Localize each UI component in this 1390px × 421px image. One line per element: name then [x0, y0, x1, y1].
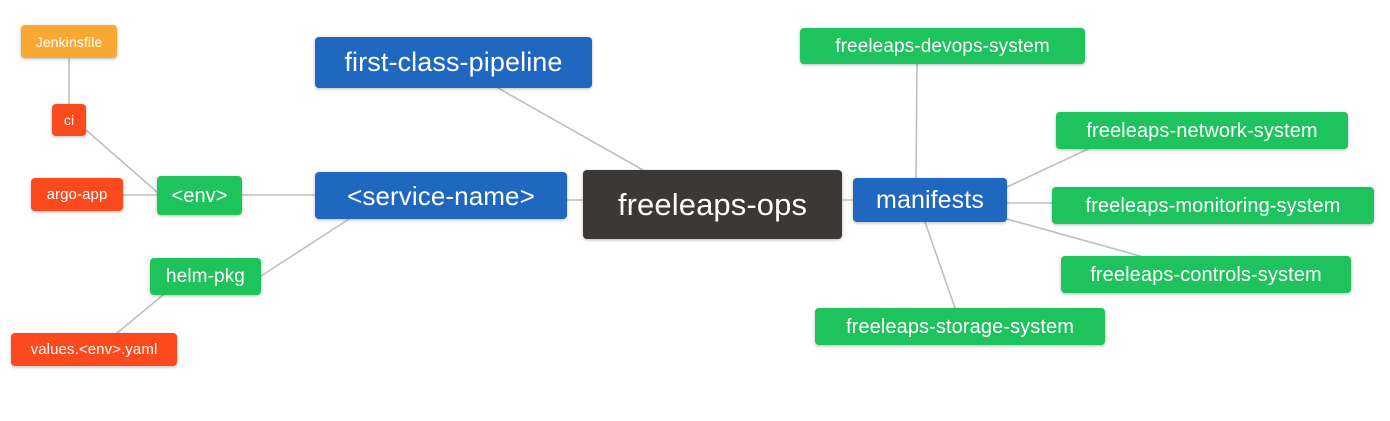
- node-label-manifests: manifests: [876, 185, 984, 214]
- node-argo-app[interactable]: argo-app: [31, 178, 123, 211]
- node-jenkinsfile[interactable]: Jenkinsfile: [21, 25, 117, 58]
- node-manifests[interactable]: manifests: [853, 178, 1007, 222]
- node-label-freeleaps-controls-system: freeleaps-controls-system: [1090, 263, 1322, 286]
- node-values-env-yaml[interactable]: values.<env>.yaml: [11, 333, 177, 366]
- node-label-argo-app: argo-app: [46, 186, 108, 203]
- node-freeleaps-devops-system[interactable]: freeleaps-devops-system: [800, 28, 1085, 64]
- node-label-freeleaps-network-system: freeleaps-network-system: [1086, 119, 1318, 142]
- edge-service-name-to-helm-pkg: [260, 218, 350, 277]
- edge-manifests-to-freeleaps-network-system: [1006, 148, 1089, 188]
- node-label-jenkinsfile: Jenkinsfile: [35, 33, 103, 50]
- node-label-service-name: <service-name>: [347, 180, 535, 211]
- edge-helm-pkg-to-values-env-yaml: [116, 294, 164, 334]
- node-freeleaps-network-system[interactable]: freeleaps-network-system: [1056, 112, 1348, 149]
- node-label-freeleaps-monitoring-system: freeleaps-monitoring-system: [1085, 194, 1341, 217]
- edge-first-class-pipeline-to-freeleaps-ops: [497, 87, 644, 171]
- node-ci[interactable]: ci: [52, 104, 86, 136]
- node-label-env: <env>: [171, 184, 228, 207]
- edge-manifests-to-freeleaps-storage-system: [924, 221, 956, 309]
- node-label-helm-pkg: helm-pkg: [166, 266, 245, 287]
- node-freeleaps-ops[interactable]: freeleaps-ops: [583, 170, 842, 239]
- node-helm-pkg[interactable]: helm-pkg: [150, 258, 261, 295]
- node-env[interactable]: <env>: [157, 176, 242, 215]
- node-first-class-pipeline[interactable]: first-class-pipeline: [315, 37, 592, 88]
- node-service-name[interactable]: <service-name>: [315, 172, 567, 219]
- node-label-ci: ci: [63, 112, 75, 128]
- node-freeleaps-monitoring-system[interactable]: freeleaps-monitoring-system: [1052, 187, 1374, 224]
- node-label-first-class-pipeline: first-class-pipeline: [344, 47, 563, 77]
- edge-manifests-to-freeleaps-devops-system: [915, 63, 918, 179]
- node-label-values-env-yaml: values.<env>.yaml: [30, 341, 158, 358]
- node-label-freeleaps-ops: freeleaps-ops: [617, 187, 808, 222]
- node-freeleaps-storage-system[interactable]: freeleaps-storage-system: [815, 308, 1105, 345]
- node-label-freeleaps-devops-system: freeleaps-devops-system: [835, 35, 1050, 57]
- node-label-freeleaps-storage-system: freeleaps-storage-system: [845, 315, 1075, 338]
- node-freeleaps-controls-system[interactable]: freeleaps-controls-system: [1061, 256, 1351, 293]
- edge-manifests-to-freeleaps-controls-system: [1006, 218, 1141, 257]
